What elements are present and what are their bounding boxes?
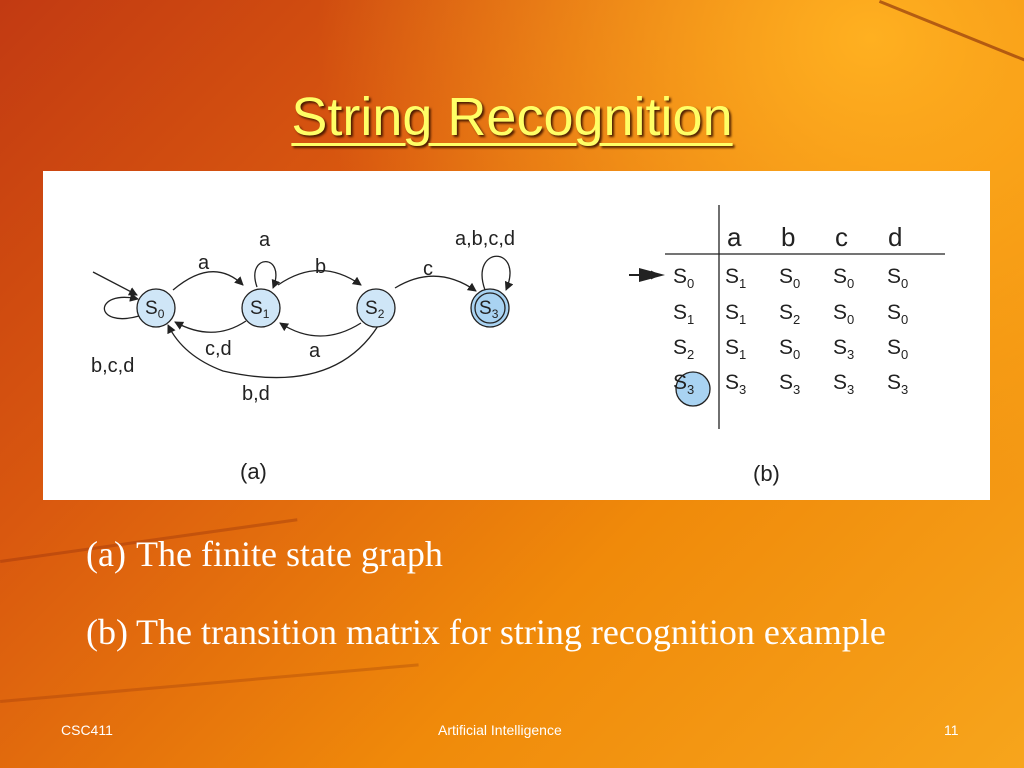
matrix-cell: S0: [887, 265, 908, 291]
bullet-text: The transition matrix for string recogni…: [136, 612, 886, 652]
matrix-cell: S1: [725, 336, 746, 362]
matrix-caption: (b): [753, 461, 780, 486]
edge-label: c,d: [205, 338, 232, 360]
matrix-row-state: S1: [673, 301, 694, 327]
matrix-cell: S3: [887, 371, 908, 397]
edge-s1-s2: [277, 269, 362, 286]
state-s2-node: [356, 288, 396, 328]
edge-label: a: [259, 229, 271, 251]
matrix-col-header: d: [888, 222, 902, 252]
matrix-col-header: a: [727, 222, 742, 252]
matrix-col-header: c: [835, 222, 848, 252]
matrix-col-header: b: [781, 222, 795, 252]
edge-label: a,b,c,d: [455, 228, 515, 250]
loop-s1: [254, 261, 281, 289]
decor-streak: [0, 663, 419, 703]
matrix-cell: S0: [779, 265, 800, 291]
matrix-cell: S1: [725, 265, 746, 291]
start-arrow-head: [639, 268, 665, 282]
edge-label: c: [423, 258, 433, 280]
matrix-cell: S0: [779, 336, 800, 362]
decor-streak: [878, 0, 1024, 86]
fsm-figure: S0 S1 S2 S3 a a b c a,b,c,d c,d a b,d b,…: [91, 205, 945, 486]
matrix-cell: S0: [833, 301, 854, 327]
edge-label: a: [309, 340, 321, 362]
slide-title: String Recognition: [291, 87, 733, 147]
figure-panel: S0 S1 S2 S3 a a b c a,b,c,d c,d a b,d b,…: [43, 171, 990, 500]
edge-label: b,c,d: [91, 355, 134, 377]
start-arrow: [92, 271, 138, 296]
matrix-cell: S1: [725, 301, 746, 327]
edge-s1-s0: [174, 320, 247, 333]
state-s3-accept-ring: [474, 292, 506, 324]
edge-s0-s1: [172, 271, 244, 291]
edge-label: b: [315, 256, 326, 278]
matrix-cell: S0: [887, 301, 908, 327]
matrix-cell: S3: [779, 371, 800, 397]
edge-s2-s1: [279, 322, 362, 337]
edge-s2-s3: [394, 275, 477, 292]
state-s1-node: [241, 288, 281, 328]
footer-subject: Artificial Intelligence: [438, 722, 562, 738]
matrix-row-state: S2: [673, 336, 694, 362]
matrix-cell: S0: [833, 265, 854, 291]
edge-label: b,d: [242, 383, 270, 405]
state-s0-node: [136, 288, 176, 328]
state-s3-node: [470, 288, 510, 328]
edge-label: a: [198, 252, 210, 274]
footer-course: CSC411: [61, 722, 113, 738]
loop-s0: [103, 292, 140, 320]
matrix-row-state: S0: [673, 265, 694, 291]
matrix-cell: S3: [833, 336, 854, 362]
matrix-cell: S0: [887, 336, 908, 362]
bullet-tag: (b): [86, 612, 128, 652]
accept-state-marker: [675, 371, 711, 407]
edge-s2-s0: [167, 324, 379, 379]
bullet-text: The finite state graph: [136, 534, 443, 574]
matrix-row-state: S3: [673, 371, 694, 397]
matrix-cell: S2: [779, 301, 800, 327]
state-graph: S0 S1 S2 S3 a a b c a,b,c,d c,d a b,d b,…: [91, 228, 515, 484]
matrix-cell: S3: [833, 371, 854, 397]
footer-page-number: 11: [944, 722, 959, 738]
matrix-cell: S3: [725, 371, 746, 397]
bullet-tag: (a): [86, 534, 126, 574]
loop-s3: [481, 255, 514, 291]
graph-caption: (a): [240, 459, 267, 484]
